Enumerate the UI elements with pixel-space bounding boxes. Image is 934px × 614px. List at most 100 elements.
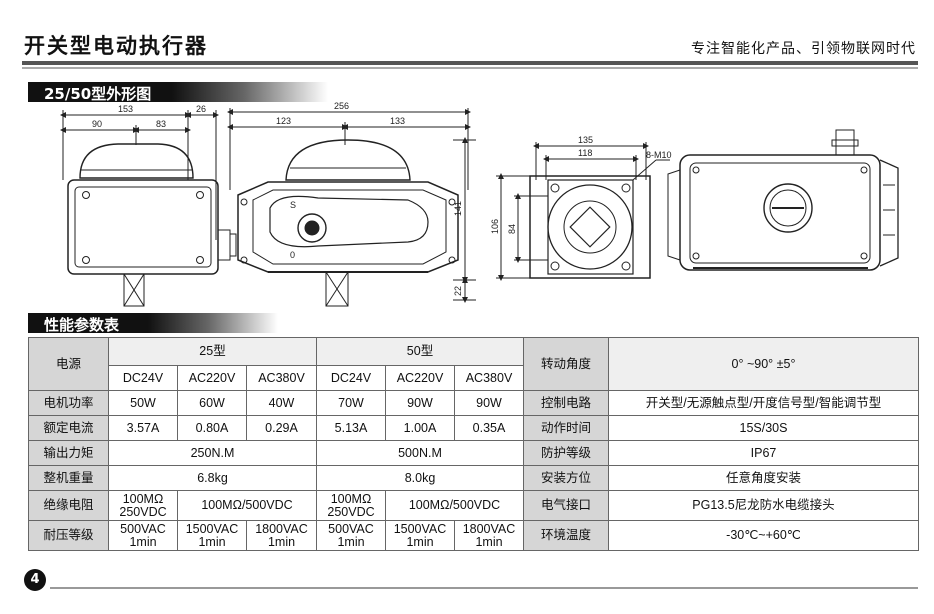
table-row: 整机重量 6.8kg 8.0kg 安装方位 任意角度安装 xyxy=(28,465,919,491)
table-row: DC24V AC220V AC380V DC24V AC220V AC380V xyxy=(29,365,919,391)
header-rule xyxy=(22,61,918,65)
page-number: 4 xyxy=(24,569,46,591)
cell: 90W xyxy=(385,390,455,416)
bottom-view-flange xyxy=(496,142,670,281)
cell: 40W xyxy=(246,390,317,416)
cell-line: 1min xyxy=(337,534,365,549)
cell: 1.00A xyxy=(385,415,455,441)
dim-90: 90 xyxy=(92,119,102,129)
cell-line: 100MΩ xyxy=(330,491,372,506)
right-label-time: 动作时间 xyxy=(523,415,609,441)
dim-123: 123 xyxy=(276,116,291,126)
voltage-cell: AC220V xyxy=(385,365,455,391)
model-50-header: 50型 xyxy=(316,337,524,366)
slogan: 专注智能化产品、引领物联网时代 xyxy=(691,41,916,57)
cell-line: 1min xyxy=(475,534,503,549)
dim-256: 256 xyxy=(334,101,349,111)
cell-line: 250VDC xyxy=(119,504,167,519)
dial-label-s: S xyxy=(290,200,296,210)
dim-153: 153 xyxy=(118,104,133,114)
perf-section-title: 性能参数表 xyxy=(44,316,120,334)
dim-84: 84 xyxy=(507,224,517,234)
dim-83: 83 xyxy=(156,119,166,129)
cell-line: 1min xyxy=(267,534,296,549)
row-label-weight: 整机重量 xyxy=(28,465,109,491)
spec-table: 电源 25型 50型 转动角度 0° ~90° ±5° DC24V AC220V… xyxy=(28,337,919,551)
row-label-withstand: 耐压等级 xyxy=(28,520,109,551)
cell: 70W xyxy=(316,390,386,416)
dim-133: 133 xyxy=(390,116,405,126)
side-view-left xyxy=(60,110,237,307)
right-value-mount: 任意角度安装 xyxy=(608,465,919,491)
cell: 100MΩ/500VDC xyxy=(177,490,317,521)
cell: 60W xyxy=(177,390,247,416)
dim-8-m10: 8-M10 xyxy=(646,150,672,160)
header-rule-thin xyxy=(22,67,918,69)
cell: 6.8kg xyxy=(108,465,317,491)
right-label-angle: 转动角度 xyxy=(523,337,609,391)
right-value-angle: 0° ~90° ±5° xyxy=(608,337,919,391)
right-label-protection: 防护等级 xyxy=(523,440,609,466)
cell-line: 1min xyxy=(198,534,226,549)
cell: 100MΩ 250VDC xyxy=(316,490,386,521)
front-view-middle xyxy=(227,108,476,307)
cell: 500N.M xyxy=(316,440,524,466)
dial-label-o: 0 xyxy=(290,250,295,260)
cell-line: 100MΩ xyxy=(122,491,164,506)
right-value-protection: IP67 xyxy=(608,440,919,466)
cell-line: 1800VAC xyxy=(255,521,308,536)
cell-line: 500VAC xyxy=(120,521,166,536)
table-row: 电源 25型 50型 转动角度 0° ~90° ±5° xyxy=(28,337,919,391)
cell-line: 1500VAC xyxy=(393,521,447,536)
dim-106: 106 xyxy=(490,219,500,234)
footer-rule xyxy=(50,587,918,589)
right-label-control: 控制电路 xyxy=(523,390,609,416)
cell: 250N.M xyxy=(108,440,317,466)
cell: 100MΩ 250VDC xyxy=(108,490,178,521)
side-view-right xyxy=(667,129,899,271)
right-value-interface: PG13.5尼龙防水电缆接头 xyxy=(608,490,919,521)
right-value-time: 15S/30S xyxy=(608,415,919,441)
voltage-cell: AC220V xyxy=(177,365,247,391)
table-row: 额定电流 3.57A 0.80A 0.29A 5.13A 1.00A 0.35A… xyxy=(28,415,919,441)
cell: 0.29A xyxy=(246,415,317,441)
cell-line: 1500VAC xyxy=(185,521,239,536)
dim-141: 141 xyxy=(453,201,463,216)
row-label-torque: 输出力矩 xyxy=(28,440,109,466)
cell: 50W xyxy=(108,390,178,416)
right-label-interface: 电气接口 xyxy=(523,490,609,521)
cell: 0.35A xyxy=(454,415,524,441)
voltage-cell: DC24V xyxy=(316,365,386,391)
right-label-temperature: 环境温度 xyxy=(523,520,609,551)
dim-118: 118 xyxy=(578,148,592,158)
outline-section-title: 25/50型外形图 xyxy=(44,85,152,103)
voltage-cell: DC24V xyxy=(108,365,178,391)
table-row: 输出力矩 250N.M 500N.M 防护等级 IP67 xyxy=(28,440,919,466)
cell: 90W xyxy=(454,390,524,416)
cell: 8.0kg xyxy=(316,465,524,491)
page-title: 开关型电动执行器 xyxy=(24,34,208,58)
voltage-cell: AC380V xyxy=(454,365,524,391)
power-label: 电源 xyxy=(28,337,109,391)
cell: 100MΩ/500VDC xyxy=(385,490,524,521)
table-row: 绝缘电阻 100MΩ 250VDC 100MΩ/500VDC 100MΩ 250… xyxy=(28,490,919,521)
cell-line: 1min xyxy=(406,534,434,549)
cell-line: 250VDC xyxy=(327,504,375,519)
model-25-header: 25型 xyxy=(108,337,317,366)
right-value-control: 开关型/无源触点型/开度信号型/智能调节型 xyxy=(608,390,919,416)
dim-22: 22 xyxy=(453,286,463,296)
right-label-mount: 安装方位 xyxy=(523,465,609,491)
dim-135: 135 xyxy=(578,135,593,145)
row-label-current: 额定电流 xyxy=(28,415,109,441)
cell-line: 1800VAC xyxy=(462,521,516,536)
row-label-power: 电机功率 xyxy=(28,390,109,416)
cell-line: 1min xyxy=(129,534,157,549)
voltage-cell: AC380V xyxy=(246,365,317,391)
cell: 3.57A xyxy=(108,415,178,441)
